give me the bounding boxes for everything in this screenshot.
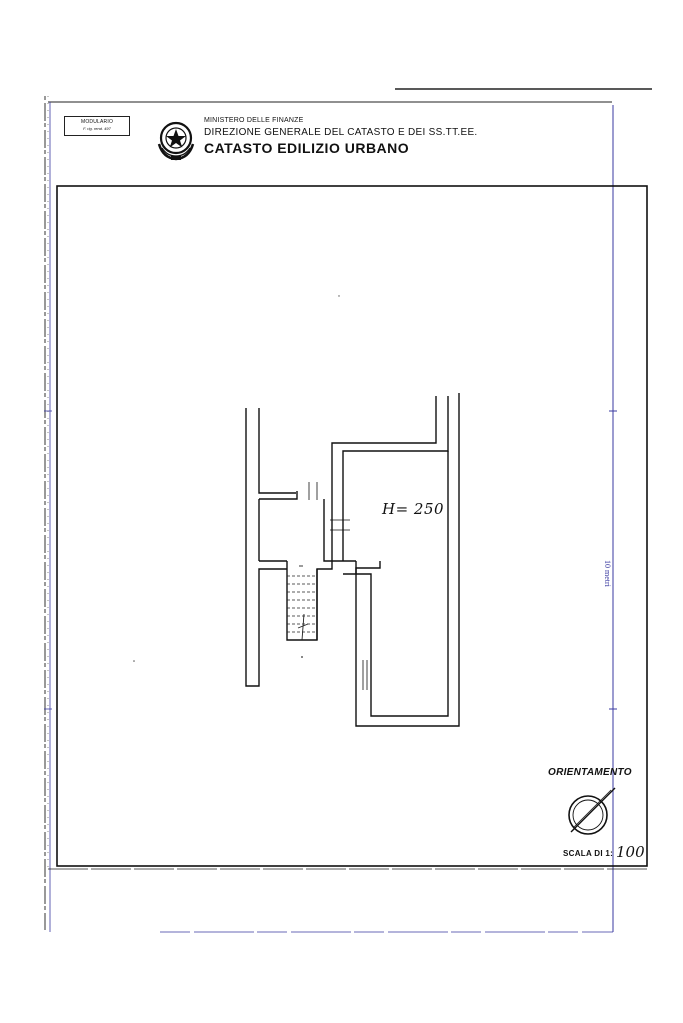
header: MINISTERO DELLE FINANZE DIREZIONE GENERA… bbox=[204, 117, 478, 156]
room-height-label: H= 250 bbox=[382, 500, 445, 518]
scale-bar-label: 10 metri bbox=[603, 560, 612, 587]
speck bbox=[301, 656, 303, 658]
wall-room-outer bbox=[343, 451, 449, 717]
modulario-title: MODULARIO bbox=[80, 119, 114, 125]
stair-walls bbox=[286, 561, 333, 641]
wall-central bbox=[323, 396, 437, 562]
service-title: CATASTO EDILIZIO URBANO bbox=[204, 140, 410, 156]
stair-arrow bbox=[301, 613, 305, 641]
orientation-label: ORIENTAMENTO bbox=[548, 767, 632, 778]
speck bbox=[133, 660, 135, 662]
wall-corridor-top bbox=[259, 491, 298, 500]
scale-label: SCALA DI 1: bbox=[563, 849, 614, 858]
italian-republic-emblem-icon bbox=[157, 121, 195, 161]
wall-left-outer bbox=[245, 408, 287, 687]
ministry-label: MINISTERO DELLE FINANZE bbox=[204, 117, 304, 124]
wall-central-inner bbox=[342, 396, 449, 561]
modulario-box: MODULARIO F. rig. rend. 497 bbox=[64, 116, 130, 136]
compass-north-arrow-icon bbox=[568, 787, 616, 835]
modulario-subtitle: F. rig. rend. 497 bbox=[83, 126, 111, 131]
drawing-frame bbox=[56, 185, 648, 867]
wall-left-inner bbox=[258, 408, 296, 494]
speck bbox=[338, 295, 340, 297]
wall-room-inner bbox=[355, 393, 460, 727]
scale-value: 100 bbox=[616, 843, 645, 861]
stair-arrow-tick bbox=[297, 623, 309, 629]
staircase bbox=[287, 575, 317, 633]
directorate-label: DIREZIONE GENERALE DEL CATASTO E DEI SS.… bbox=[204, 127, 478, 138]
floor-plan bbox=[245, 393, 460, 727]
